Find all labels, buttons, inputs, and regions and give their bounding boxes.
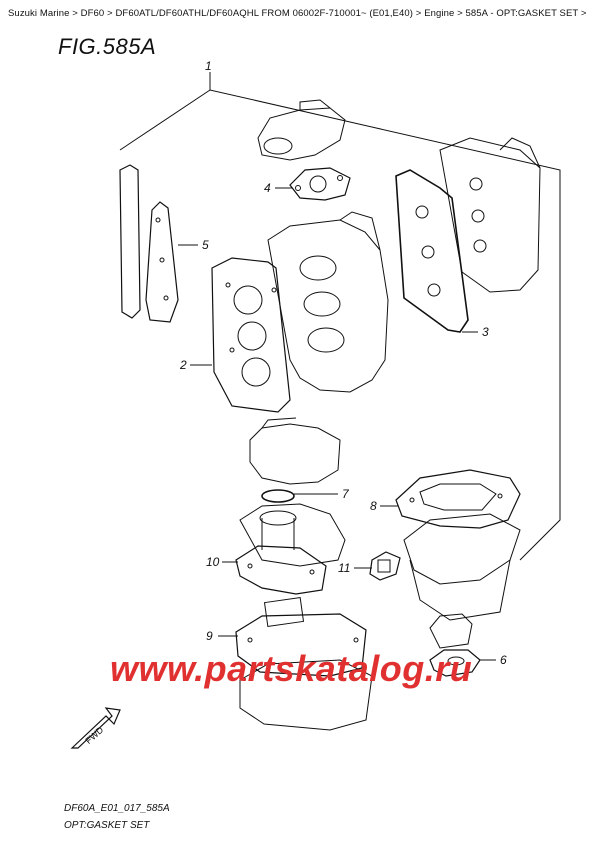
fwd-label: FWD [83,724,105,745]
mid-housing [249,417,341,485]
part-2-head-gasket [211,257,291,413]
breadcrumb-separator: > [72,8,78,19]
part-8-gasket [395,469,521,529]
part-5-gasket [119,164,179,323]
part-10-gasket [235,545,327,595]
watermark: www.partskatalog.ru [110,648,473,689]
breadcrumb: Suzuki Marine > DF60 > DF60ATL/DF60ATHL/… [8,8,587,19]
callout-4: 4 [264,181,271,195]
lower-housing [239,503,346,567]
part-4-gasket [289,167,351,201]
set-bracket [119,89,561,561]
breadcrumb-item-model[interactable]: DF60 [80,8,105,19]
oil-pan [403,513,521,621]
figure-title: FIG.585A [58,34,157,59]
figure-code: DF60A_E01_017_585A [64,803,170,814]
callout-7: 7 [342,487,350,501]
callout-1: 1 [205,59,212,73]
breadcrumb-item-brand[interactable]: Suzuki Marine [8,8,70,19]
top-housing [257,99,346,161]
part-6-gasket [429,649,481,677]
bottom-casing [239,659,373,731]
breadcrumb-separator: > [107,8,113,19]
part-9-gasket [235,597,367,677]
breadcrumb-separator: > [415,8,422,19]
callout-6: 6 [500,653,507,667]
part-7-o-ring [261,489,295,503]
part-3-cover-gasket [395,169,469,333]
breadcrumb-item-current[interactable]: 585A - OPT:GASKET SET [465,8,579,19]
callout-5: 5 [202,238,209,252]
part-11-gasket [369,551,401,581]
breadcrumb-separator: > [457,8,463,19]
callout-2: 2 [179,358,187,372]
breadcrumb-separator: > [580,8,587,19]
callout-3: 3 [482,325,489,339]
small-housing [429,613,473,649]
breadcrumb-item-category[interactable]: Engine [424,8,455,19]
callout-10: 10 [206,555,220,569]
breadcrumb-item-variant[interactable]: DF60ATL/DF60ATHL/DF60AQHL FROM 06002F-71… [115,8,414,19]
fwd-arrow [70,707,121,749]
cylinder-block [267,211,389,393]
figure-caption: OPT:GASKET SET [64,820,150,831]
callout-11: 11 [338,561,350,575]
callout-9: 9 [206,629,213,643]
head-cover [439,137,541,293]
callout-8: 8 [370,499,377,513]
